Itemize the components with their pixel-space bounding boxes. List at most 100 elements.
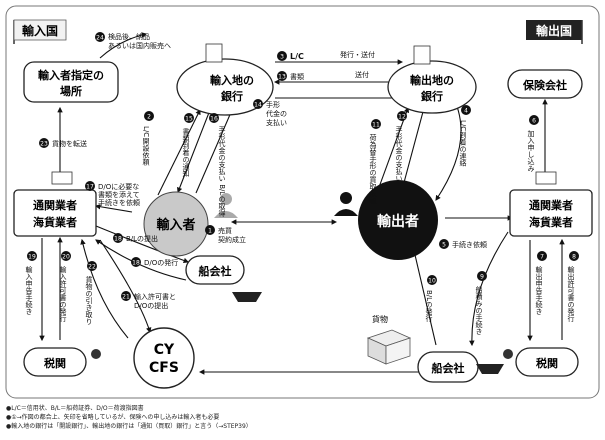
svg-text:輸入地の: 輸入地の: [210, 73, 254, 87]
svg-text:場所: 場所: [60, 84, 82, 98]
step-3-label: 3 L/C 発行・送付: [277, 50, 375, 61]
svg-text:税関: 税関: [536, 356, 558, 370]
svg-text:発行・送付: 発行・送付: [340, 50, 375, 59]
cargo-label: 貨物: [372, 314, 388, 324]
desk-person-icon: [535, 171, 557, 185]
svg-text:18: 18: [114, 236, 122, 243]
ship-icon: [476, 364, 504, 374]
step-24-label: 24 検品後、納品 あるいは国内販売へ: [95, 32, 171, 50]
svg-text:B/Lの提出: B/Lの提出: [126, 234, 158, 243]
customs-export-node: 税関: [503, 347, 579, 377]
svg-text:15: 15: [185, 116, 193, 123]
edge-lc-request: [157, 109, 201, 196]
edge-negotiation: [377, 106, 410, 191]
step-8-label: 8 輸出許可書の発行: [567, 251, 579, 323]
export-bank-node: 輸出地の 銀行: [387, 45, 477, 114]
bank-building-icon: [205, 43, 223, 63]
svg-text:23: 23: [40, 141, 48, 148]
svg-text:海貨業者: 海貨業者: [529, 215, 573, 229]
edge-payment-bl: [195, 108, 233, 194]
svg-text:L/C到着の連絡: L/C到着の連絡: [459, 120, 467, 167]
officer-icon: [503, 349, 513, 359]
edge-do-request: [94, 204, 133, 213]
svg-text:18: 18: [132, 260, 140, 267]
svg-text:10: 10: [428, 278, 436, 285]
shipping-company-export-node: 船会社: [417, 351, 504, 383]
svg-text:海貨業者: 海貨業者: [33, 215, 77, 229]
footnote-2: ●①→作図の都合上、矢印を省略しているが、保険への申し込みは輸入者も必要: [6, 414, 220, 421]
designated-place-node: 輸入者指定の 場所: [23, 61, 119, 103]
step-17-label: 17 D/Oに必要な 書類を添えて 手続きを依頼: [85, 181, 140, 207]
ship-icon: [232, 292, 262, 302]
shipping-company-import-node: 船会社: [185, 255, 262, 302]
svg-text:加入申し込み: 加入申し込み: [527, 129, 535, 172]
svg-text:20: 20: [62, 254, 70, 261]
svg-text:13: 13: [278, 74, 286, 81]
step-10-label: 10 B/Lの発行: [425, 275, 437, 323]
import-country-label: 輸入国: [22, 23, 58, 38]
svg-text:書類を添えて: 書類を添えて: [98, 190, 140, 199]
svg-text:2: 2: [147, 114, 151, 121]
edge-bl-issue: [410, 240, 437, 346]
svg-text:L/C開設依頼: L/C開設依頼: [142, 126, 150, 166]
step-18b-label: 18 D/Oの発行: [131, 257, 178, 267]
svg-text:保険会社: 保険会社: [522, 78, 567, 92]
svg-text:輸出申告手続き: 輸出申告手続き: [535, 265, 543, 315]
edge-shipping-proc: [469, 231, 509, 347]
svg-text:輸出者: 輸出者: [377, 213, 419, 230]
step-1-label: 1 売買 契約成立: [205, 225, 246, 244]
step-19-label: 19 輸入申告手続き: [25, 251, 37, 315]
svg-text:輸入者指定の: 輸入者指定の: [38, 68, 104, 82]
svg-text:16: 16: [210, 116, 218, 123]
svg-text:17: 17: [86, 184, 94, 191]
step-2-label: 2 L/C開設依頼: [142, 111, 154, 166]
edge-delivery: [99, 32, 148, 59]
svg-text:送付: 送付: [355, 70, 369, 79]
importer-person-icon: [214, 193, 238, 218]
import-bank-node: 輸入地の 銀行: [176, 43, 274, 116]
diagram-frame: [5, 5, 600, 399]
desk-person-icon: [51, 171, 73, 185]
edge-do-issue: [95, 239, 187, 281]
step-9-label: 9 船積みの手続き: [475, 271, 487, 335]
svg-text:書類到着の通知: 書類到着の通知: [182, 127, 190, 178]
step-23-label: 23 貨物を転送: [39, 138, 87, 148]
officer-icon: [91, 349, 101, 359]
svg-text:輸入申告手続き: 輸入申告手続き: [25, 265, 33, 315]
svg-text:税関: 税関: [44, 356, 66, 370]
svg-text:船積みの手続き: 船積みの手続き: [475, 285, 483, 335]
svg-text:輸入許可書の発行: 輸入許可書の発行: [59, 265, 67, 323]
step-7-label: 7 輸出申告手続き: [535, 251, 547, 315]
svg-text:9: 9: [480, 274, 484, 281]
svg-text:手形: 手形: [266, 100, 280, 109]
customs-broker-export-node: 通関業者 海貨業者: [509, 171, 593, 237]
export-country-flag: 輸出国: [526, 20, 583, 44]
svg-text:船会社: 船会社: [432, 361, 465, 375]
svg-text:輸入者: 輸入者: [156, 217, 195, 233]
svg-text:3: 3: [280, 54, 284, 61]
step-20-label: 20 輸入許可書の発行: [59, 251, 71, 323]
svg-text:6: 6: [532, 118, 536, 125]
step-12-label: 12 手形代金の支払い: [395, 111, 407, 182]
edge-docs-notify: [177, 109, 211, 194]
svg-text:銀行: 銀行: [421, 89, 443, 103]
svg-text:支払い: 支払い: [266, 118, 287, 127]
svg-text:輸出許可書の発行: 輸出許可書の発行: [567, 265, 575, 323]
step-5-label: 5 手続き依頼: [439, 239, 487, 249]
svg-text:D/Oに必要な: D/Oに必要な: [98, 182, 139, 191]
step-11-label: 11 荷為替手形の買取依頼: [369, 119, 381, 205]
cargo-box: 貨物: [366, 314, 412, 365]
svg-text:契約成立: 契約成立: [218, 235, 246, 244]
step-15-label: 15 書類到着の通知: [182, 113, 194, 178]
edge-permit-submit: [99, 239, 152, 334]
footnote-3: ●輸入地の銀行は「開設銀行」、輸出地の銀行は「通知（買取）銀行」と言う（→STE…: [6, 423, 252, 430]
svg-text:CY: CY: [154, 342, 175, 358]
footnote-1: ●L/C＝信用状、B/L＝船荷証券、D/O＝荷渡指図書: [6, 405, 144, 412]
importer-node: 輸入者: [143, 191, 238, 257]
step-21-label: 21 輸入許可書と D/Oの提出: [121, 291, 176, 310]
svg-text:1: 1: [208, 228, 212, 235]
svg-text:7: 7: [540, 254, 544, 261]
customs-import-node: 税関: [23, 347, 101, 377]
svg-text:書類: 書類: [290, 72, 304, 81]
